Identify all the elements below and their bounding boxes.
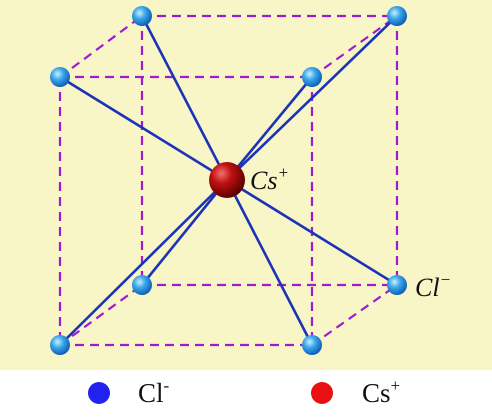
- edge-depth-bl: [59, 284, 143, 346]
- cl-ion-back-top-left: [132, 6, 152, 26]
- corner-ion-label-base: Cl: [415, 273, 440, 302]
- legend-cl-label-base: Cl: [138, 378, 164, 408]
- legend-cs-swatch: [311, 382, 333, 404]
- edge-depth-br: [311, 284, 398, 346]
- legend-cs-label-base: Cs: [362, 378, 391, 408]
- bond-back-top-left: [140, 15, 229, 181]
- bond-front-bottom-right: [225, 179, 314, 346]
- corner-ion-label-sup: −: [440, 270, 451, 289]
- center-ion-label: Cs+: [250, 163, 289, 195]
- cube-edges: [58, 14, 399, 347]
- cs-ion-center: [209, 162, 245, 198]
- bond-front-bottom-left: [59, 179, 228, 346]
- diagram-background: [0, 0, 492, 370]
- center-ion-label-base: Cs: [250, 166, 277, 195]
- bond-front-top-right: [225, 76, 314, 181]
- cl-ion-front-bottom-left: [50, 335, 70, 355]
- bond-front-top-left: [59, 75, 228, 182]
- cl-ion-back-bottom-right: [387, 275, 407, 295]
- cl-ion-front-top-right: [302, 67, 322, 87]
- legend-cs-label-sup: +: [391, 376, 401, 395]
- cl-ion-back-top-right: [387, 6, 407, 26]
- cl-ion-back-bottom-left: [132, 275, 152, 295]
- bond-back-bottom-right: [226, 178, 398, 287]
- legend-cl-label-sup: -: [164, 376, 170, 395]
- center-ion-label-sup: +: [277, 163, 288, 182]
- bonds: [59, 15, 398, 346]
- legend-cl-label: Cl-: [138, 376, 170, 408]
- edge-depth-tl: [59, 15, 143, 78]
- cl-ions: [50, 6, 407, 355]
- corner-ion-label: Cl−: [415, 270, 451, 302]
- legend: Cl- Cs+: [88, 376, 400, 408]
- cl-ion-front-bottom-right: [302, 335, 322, 355]
- cl-ion-front-top-left: [50, 67, 70, 87]
- bond-back-bottom-left: [140, 179, 229, 286]
- edge-depth-tr: [311, 15, 398, 78]
- bond-back-top-right: [226, 15, 398, 181]
- legend-cs-label: Cs+: [362, 376, 400, 408]
- legend-cl-swatch: [88, 382, 110, 404]
